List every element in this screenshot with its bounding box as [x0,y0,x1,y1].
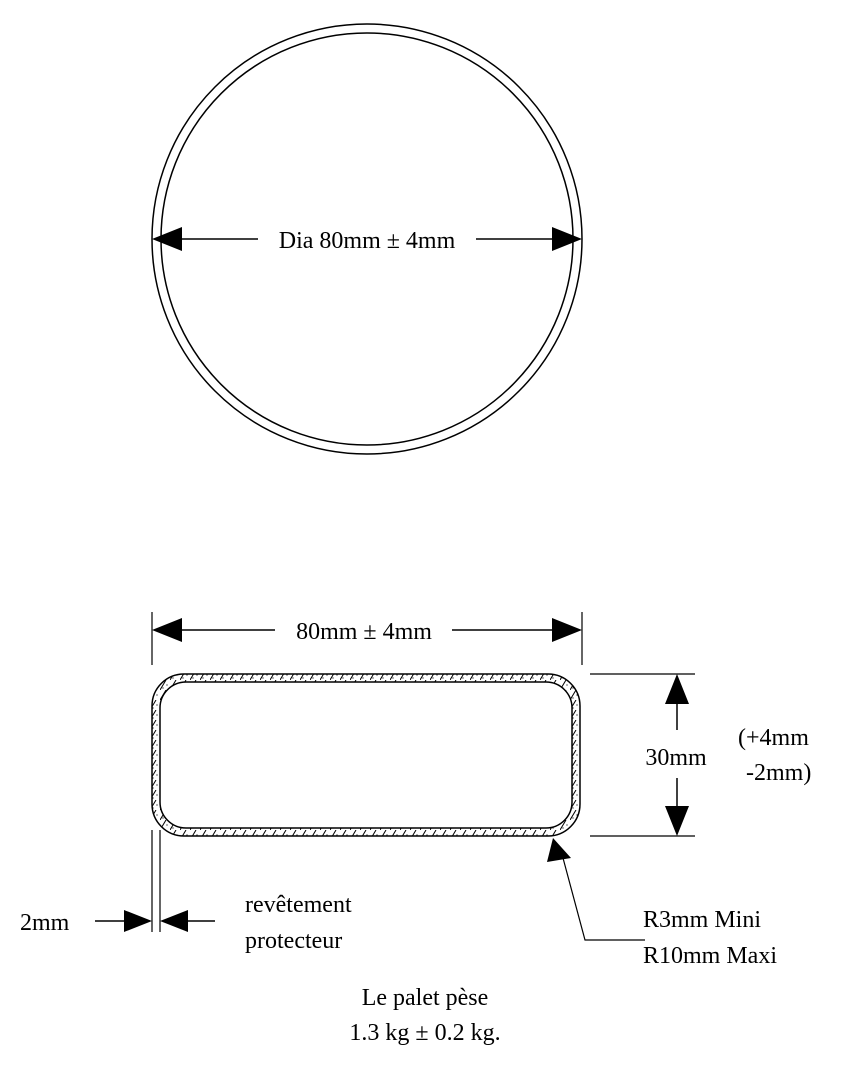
puck-core [159,681,573,829]
radius-label-line1: R3mm Mini [643,907,761,933]
arrow-left-icon [152,618,182,642]
width-label: 80mm ± 4mm [296,619,432,645]
coating-thickness-label: 2mm [20,910,70,936]
top-view: Dia 80mm ± 4mm [151,23,583,455]
arrow-left-icon [152,227,182,251]
height-label: 30mm [645,745,707,771]
height-tolerance-minus: -2mm) [746,760,811,786]
arrow-right-icon [552,618,582,642]
radius-leader-line [562,857,645,941]
weight-note-line2: 1.3 kg ± 0.2 kg. [349,1020,500,1046]
side-view: 80mm ± 4mm 30mm (+4mm -2mm) 2mm revêteme… [20,612,811,969]
coating-label-line2: protecteur [245,928,342,954]
coating-label-line1: revêtement [245,892,352,918]
arrow-up-icon [665,674,689,704]
arrow-up-icon [547,838,571,862]
weight-note-line1: Le palet pèse [362,985,489,1011]
radius-label-line2: R10mm Maxi [643,943,777,969]
arrow-down-icon [665,806,689,836]
arrow-right-icon [552,227,582,251]
height-tolerance-plus: (+4mm [738,725,809,751]
arrow-left-icon [160,910,188,932]
diameter-label: Dia 80mm ± 4mm [279,228,456,254]
arrow-right-icon [124,910,152,932]
